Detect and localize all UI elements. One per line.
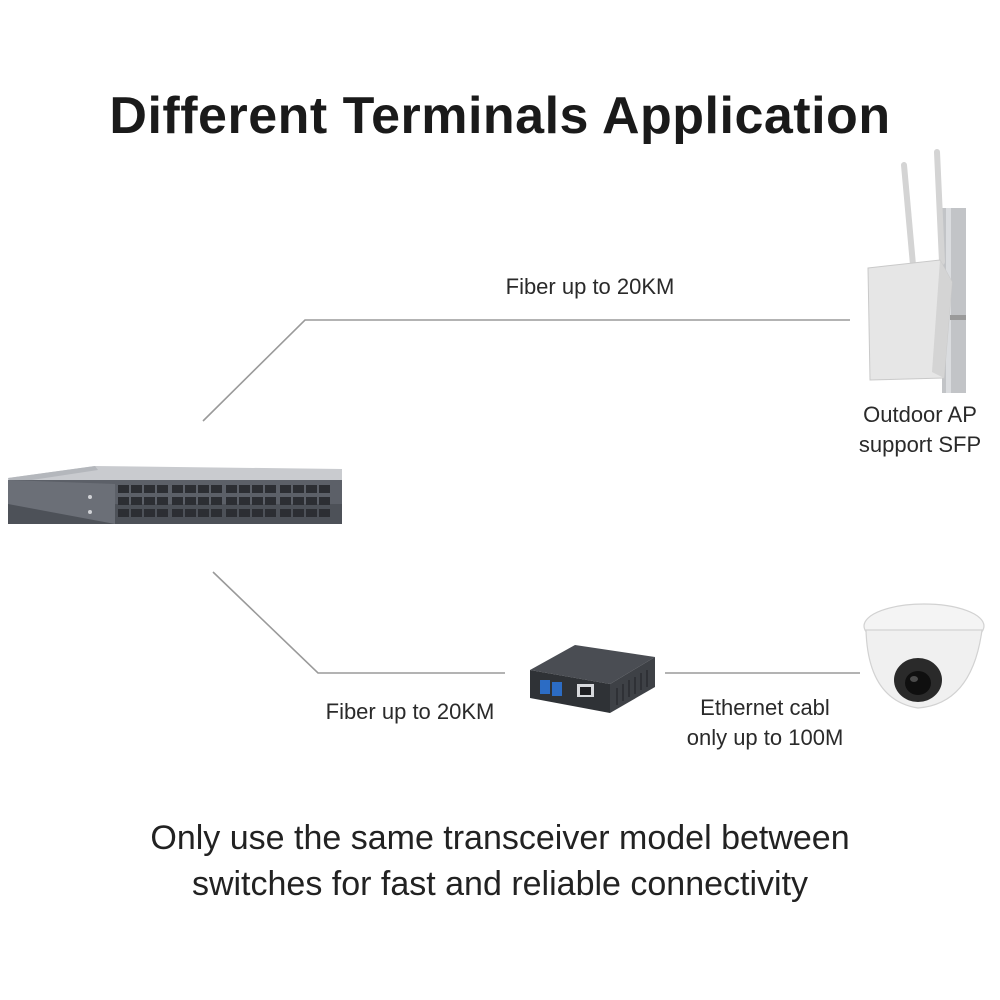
switch-icon <box>8 466 342 524</box>
top-fiber-line <box>202 319 850 422</box>
bottom-fiber-line <box>212 571 505 674</box>
ethernet-label-line2: only up to 100M <box>686 725 844 750</box>
outdoor-ap-label: Outdoor AP support SFP <box>840 400 1000 460</box>
page-title: Different Terminals Application <box>109 87 891 145</box>
media-converter-icon <box>530 645 655 713</box>
outdoor-ap-label-line1: Outdoor AP <box>863 402 977 427</box>
top-fiber-label: Fiber up to 20KM <box>505 274 675 299</box>
bottom-fiber-label: Fiber up to 20KM <box>325 699 495 724</box>
ethernet-label: Ethernet cabl only up to 100M <box>650 693 880 753</box>
footer-line1: Only use the same transceiver model betw… <box>150 819 850 857</box>
outdoor-ap-label-line2: support SFP <box>858 432 982 457</box>
footer-note: Only use the same transceiver model betw… <box>0 815 1000 907</box>
dome-camera-icon <box>863 603 985 709</box>
ethernet-label-line1: Ethernet cabl <box>700 695 830 720</box>
footer-line2: switches for fast and reliable connectiv… <box>191 865 809 903</box>
outdoor-ap-icon <box>867 149 966 393</box>
